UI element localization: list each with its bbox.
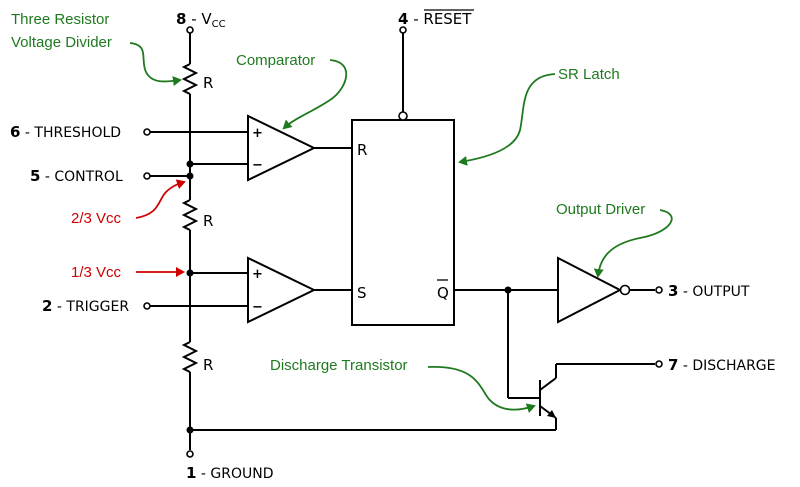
pin-trigger-label: 2 - TRIGGER — [42, 297, 129, 315]
annotation-discharge-transistor: Discharge Transistor — [270, 357, 536, 413]
pin-reset: 4 - RESET — [398, 9, 474, 34]
annotation-output-driver: Output Driver — [556, 201, 673, 278]
annotation-discharge-transistor-text: Discharge Transistor — [270, 357, 408, 374]
annotation-divider-line2: Voltage Divider — [11, 34, 112, 51]
pin-vcc: 8 - VCC — [176, 10, 226, 34]
comparator-lower: + − — [247, 256, 352, 324]
voltage-divider: R R R — [181, 32, 213, 450]
pin-control: 5 - CONTROL — [30, 160, 248, 185]
pin-output-label: 3 - OUTPUT — [668, 282, 750, 300]
pin-ground-label: 1 - GROUND — [186, 464, 274, 482]
sr-latch: R S Q — [351, 32, 455, 326]
latch-q-output: Q — [437, 284, 449, 302]
latch-r-input: R — [357, 141, 367, 159]
annotation-output-driver-text: Output Driver — [556, 201, 645, 218]
annotation-sr-latch: SR Latch — [458, 66, 620, 166]
pin-threshold-label: 6 - THRESHOLD — [10, 123, 121, 141]
output-driver: 3 - OUTPUT — [557, 256, 750, 324]
resistor-top — [181, 63, 199, 95]
annotation-divider-line1: Three Resistor — [11, 11, 109, 28]
pin-trigger: 2 - TRIGGER — [42, 269, 248, 315]
comparator-upper: + − — [247, 114, 352, 182]
annotation-one-third: 1/3 Vcc — [71, 264, 185, 281]
annotation-divider: Three Resistor Voltage Divider — [11, 11, 182, 86]
pin-ground: 1 - GROUND — [186, 450, 274, 482]
comparator-lower-minus: − — [252, 300, 263, 315]
resistor-bottom — [181, 341, 199, 373]
resistor-middle — [181, 199, 199, 231]
annotation-comparator: Comparator — [236, 52, 348, 130]
comparator-upper-plus: + — [252, 126, 263, 141]
annotation-two-thirds-text: 2/3 Vcc — [71, 210, 122, 227]
annotation-one-third-text: 1/3 Vcc — [71, 264, 122, 281]
pin-discharge-label: 7 - DISCHARGE — [668, 356, 776, 374]
annotation-sr-latch-text: SR Latch — [558, 66, 620, 83]
pin-reset-label: 4 - RESET — [398, 10, 472, 28]
discharge-transistor: 7 - DISCHARGE — [186, 356, 776, 434]
q-output-net — [454, 286, 558, 399]
resistor-bottom-label: R — [203, 356, 213, 374]
resistor-top-label: R — [203, 74, 213, 92]
comparator-upper-minus: − — [252, 158, 263, 173]
pin-vcc-label: 8 - VCC — [176, 10, 226, 30]
comparator-lower-plus: + — [252, 267, 263, 282]
resistor-middle-label: R — [203, 212, 213, 230]
latch-s-input: S — [357, 284, 367, 302]
annotation-comparator-text: Comparator — [236, 52, 315, 69]
pin-threshold: 6 - THRESHOLD — [10, 123, 248, 141]
pin-control-label: 5 - CONTROL — [30, 167, 123, 185]
annotation-two-thirds: 2/3 Vcc — [71, 179, 186, 227]
